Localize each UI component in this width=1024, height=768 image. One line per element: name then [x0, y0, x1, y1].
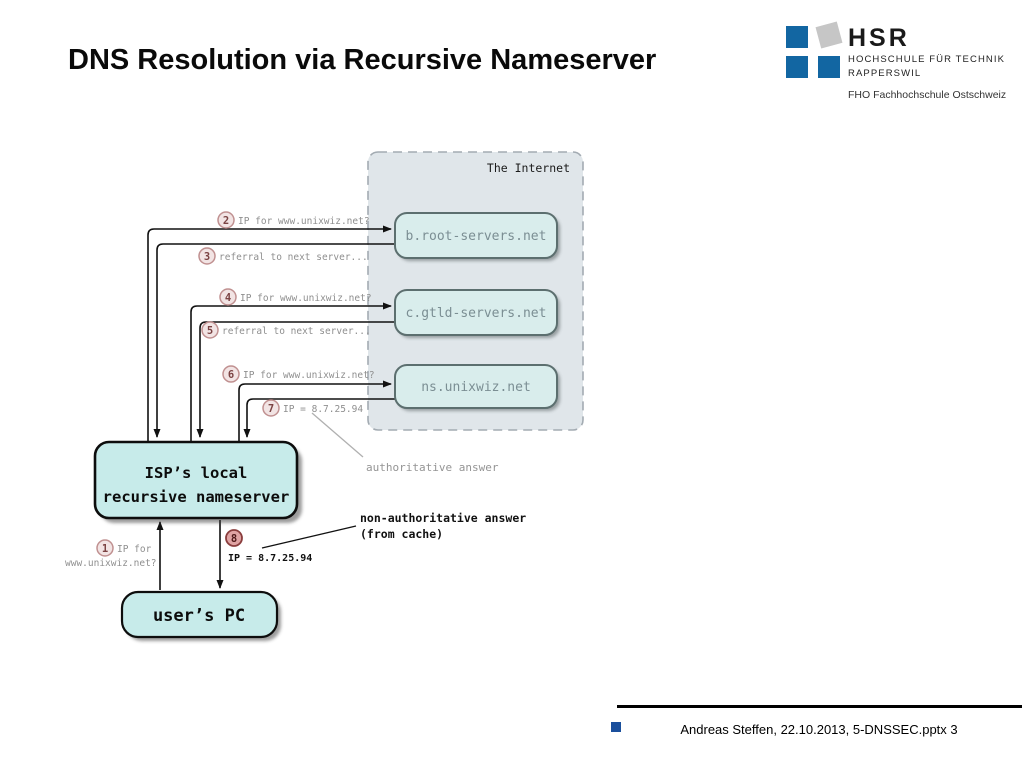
step-circle-4: [219, 288, 237, 306]
dns-resolution-diagram: The Internet b.root-servers.net c.gtld-s…: [65, 151, 584, 641]
server-box-root: [394, 212, 558, 259]
non-authoritative-answer-label-line1: non-authoritative answer: [360, 511, 526, 525]
logo-square-icon: [818, 56, 840, 78]
arrow-query-root: [147, 225, 392, 442]
logo-square-icon: [786, 26, 808, 48]
step-number-2: 2: [223, 215, 229, 227]
step-circle-2: [217, 211, 235, 229]
pc-label: user’s PC: [153, 606, 245, 626]
logo-square-gray-icon: [815, 21, 843, 49]
arrow-referral-gtld: [196, 321, 395, 438]
step-circle-7: [262, 399, 280, 417]
step-number-5: 5: [207, 325, 213, 337]
step-label-6: IP for www.unixwiz.net?: [243, 370, 375, 381]
arrow-answer-auth: [243, 398, 395, 438]
server-label-auth: ns.unixwiz.net: [421, 380, 531, 395]
arrow-query-gtld: [190, 302, 392, 442]
internet-label: The Internet: [487, 161, 570, 175]
logo-acronym: HSR: [848, 24, 910, 52]
isp-nameserver-box: [93, 440, 299, 520]
authoritative-pointer-line: [311, 412, 364, 458]
step-label-8: IP = 8.7.25.94: [228, 553, 312, 564]
step-circle-3: [198, 247, 216, 265]
non-authoritative-answer-label-line2: (from cache): [360, 527, 443, 541]
arrow-referral-root: [153, 243, 395, 438]
isp-label-line1: ISP’s local: [145, 464, 248, 482]
isp-label-line2: recursive nameserver: [103, 488, 290, 506]
step-label-1-line1: IP for: [117, 544, 152, 555]
server-box-gtld: [394, 289, 558, 336]
step-number-4: 4: [225, 292, 231, 304]
logo-school-line1: HOCHSCHULE FÜR TECHNIK: [848, 54, 1006, 65]
server-label-root: b.root-servers.net: [406, 229, 547, 244]
hsr-logo: HSR HOCHSCHULE FÜR TECHNIK RAPPERSWIL FH…: [786, 18, 1016, 108]
logo-square-icon: [786, 56, 808, 78]
step-label-2: IP for www.unixwiz.net?: [238, 216, 370, 227]
step-circle-8: [225, 529, 243, 547]
logo-subtitle: FHO Fachhochschule Ostschweiz: [848, 89, 1007, 101]
step-number-3: 3: [204, 251, 210, 263]
step-circle-1: [96, 539, 114, 557]
slide-title: DNS Resolution via Recursive Nameserver: [68, 44, 657, 76]
server-box-auth: [394, 364, 558, 409]
step-circle-5: [201, 321, 219, 339]
users-pc-box: [120, 590, 279, 639]
step-number-6: 6: [228, 369, 234, 381]
step-circle-6: [222, 365, 240, 383]
step-number-7: 7: [268, 403, 274, 415]
authoritative-answer-label: authoritative answer: [366, 461, 499, 474]
footer-credit: Andreas Steffen, 22.10.2013, 5-DNSSEC.pp…: [680, 722, 958, 737]
non-authoritative-pointer-line: [261, 525, 357, 549]
step-label-1-line2: www.unixwiz.net?: [65, 558, 157, 569]
step-number-1: 1: [102, 543, 108, 555]
logo-school-line2: RAPPERSWIL: [848, 68, 922, 79]
server-label-gtld: c.gtld-servers.net: [406, 306, 547, 321]
step-label-7: IP = 8.7.25.94: [283, 404, 363, 415]
step-label-3: referral to next server...: [219, 252, 368, 263]
arrow-query-auth: [238, 380, 392, 442]
step-label-4: IP for www.unixwiz.net?: [240, 293, 372, 304]
footer-divider: [617, 705, 1022, 708]
footer-bullet-icon: [611, 722, 621, 732]
step-number-8: 8: [231, 533, 237, 545]
step-label-5: referral to next server...: [222, 326, 371, 337]
